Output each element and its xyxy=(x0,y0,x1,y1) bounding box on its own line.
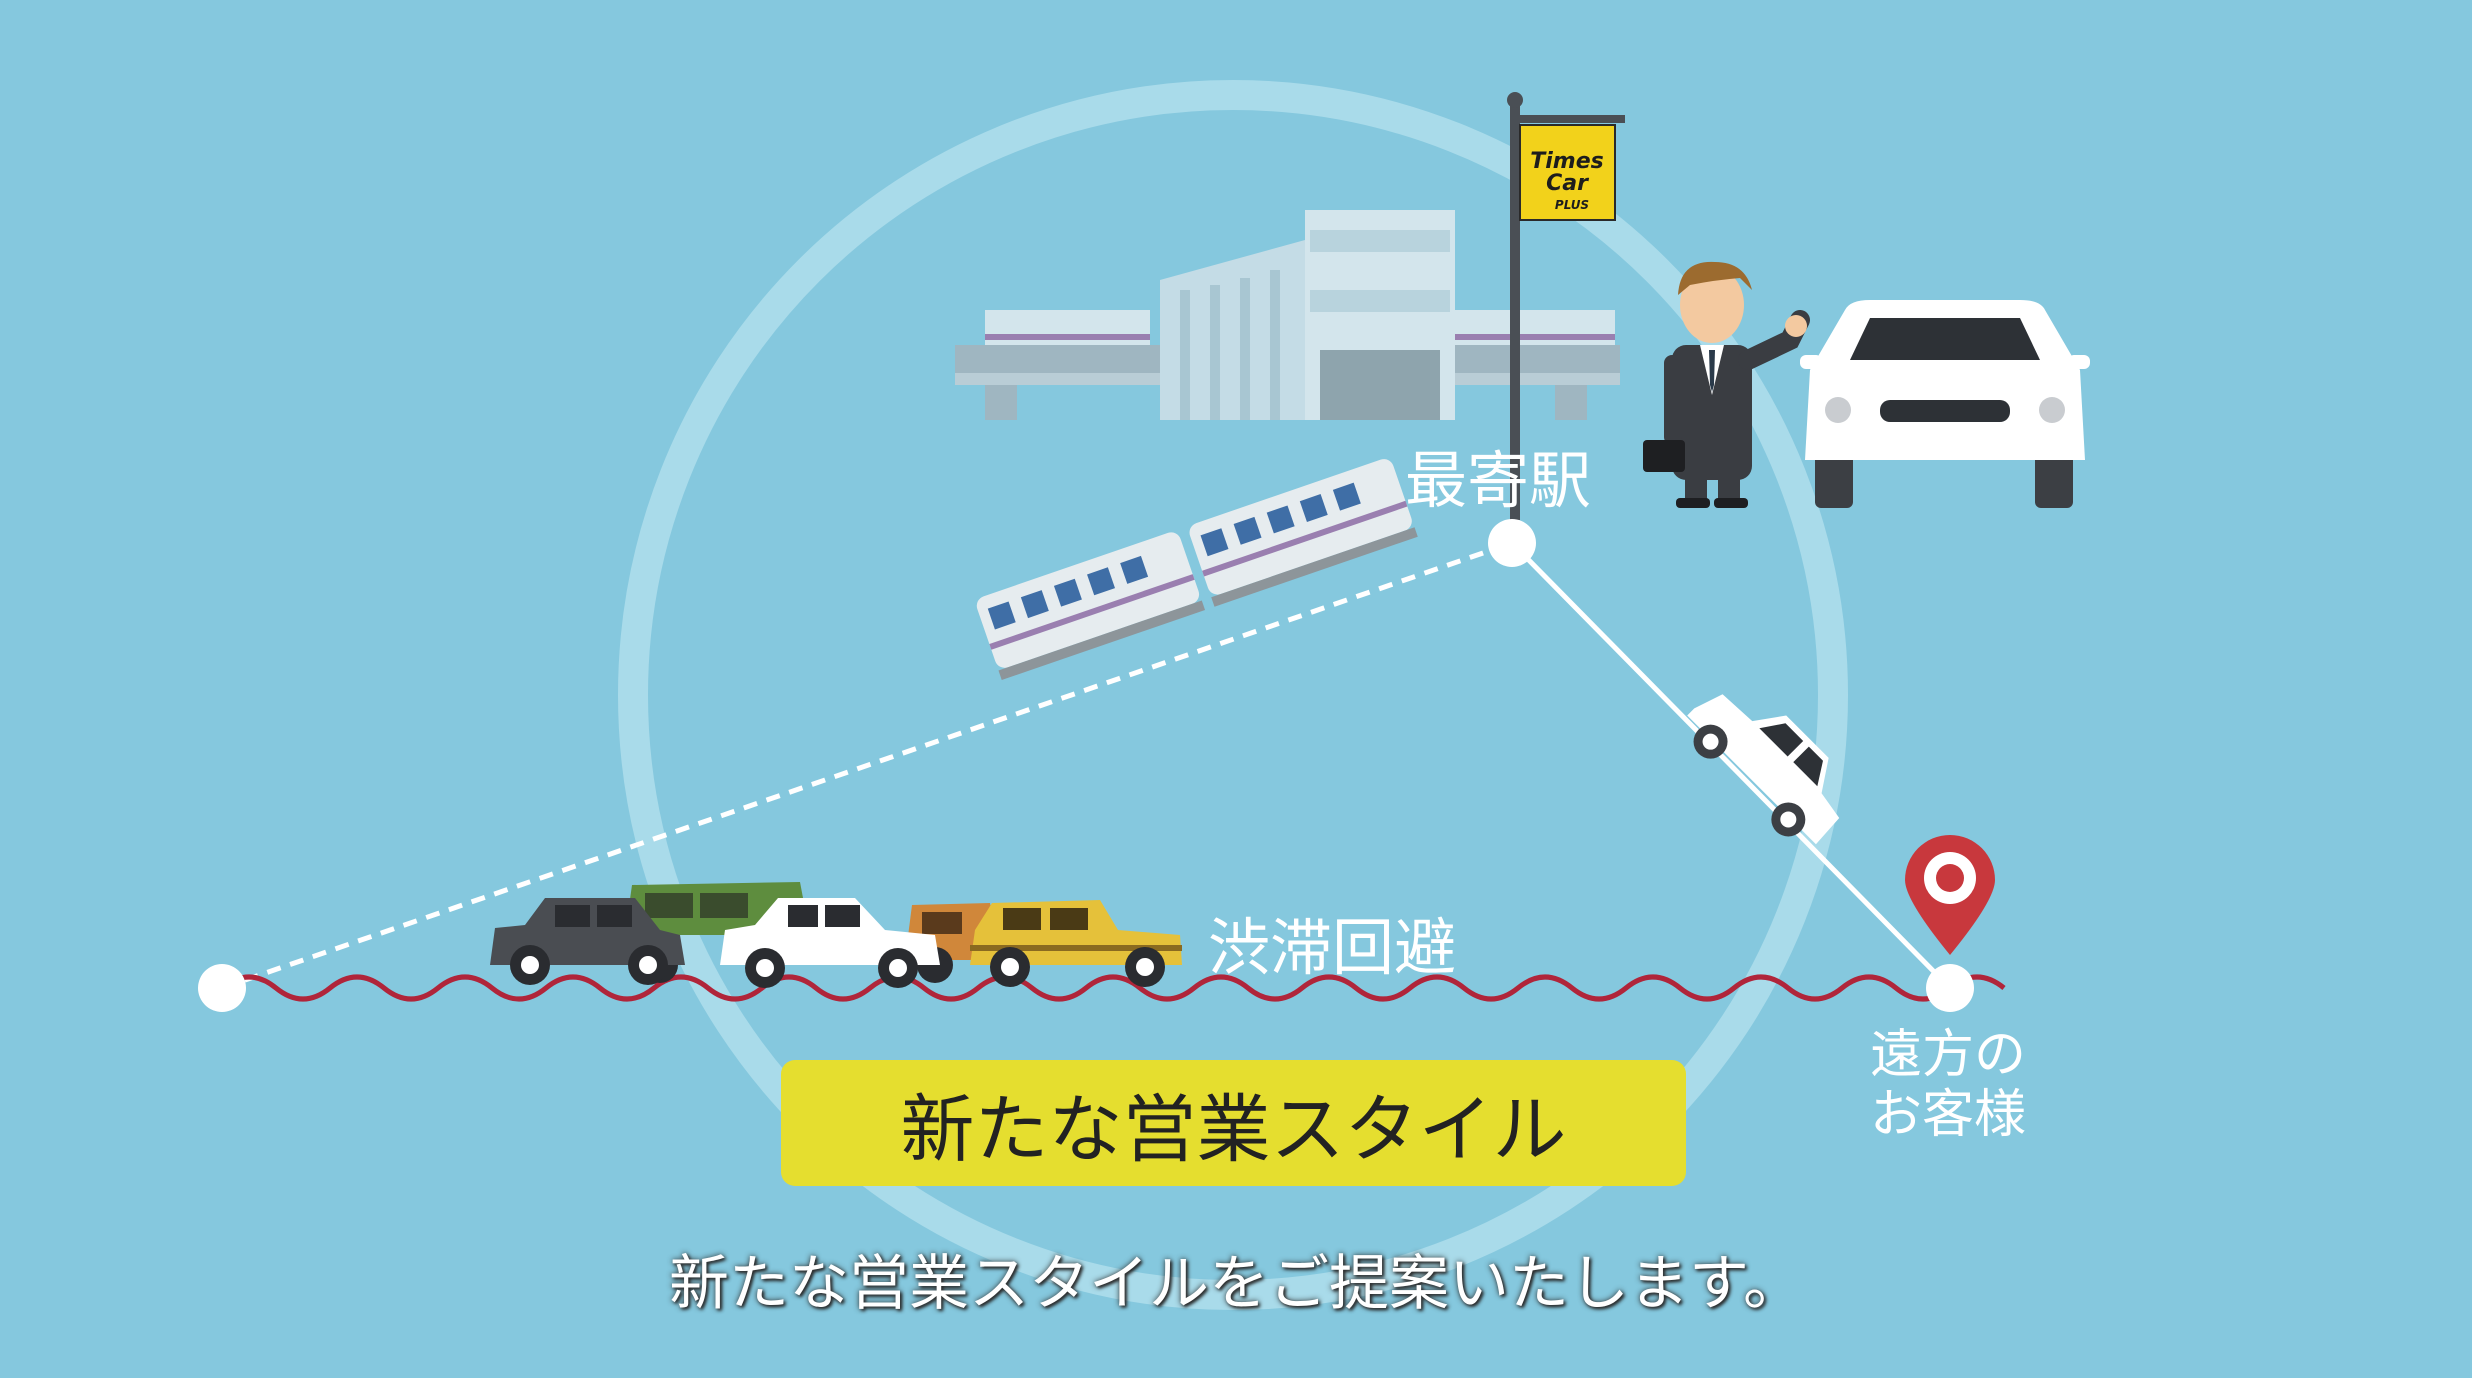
destination-label: 遠方の お客様 xyxy=(1870,1025,2026,1145)
train-route-dashed xyxy=(221,540,1513,991)
destination-label-line2: お客様 xyxy=(1870,1085,2027,1145)
title-text: 新たな営業スタイル xyxy=(900,1086,1567,1173)
title-banner: 新たな営業スタイル xyxy=(781,1060,1686,1186)
sign-line1: Times xyxy=(1530,149,1604,174)
train-illustration xyxy=(976,459,1418,680)
white-car-front xyxy=(1800,300,2090,508)
car-route-line xyxy=(1510,541,1952,990)
location-pin-icon xyxy=(1905,835,1995,955)
sign-line2: Car xyxy=(1546,171,1589,196)
white-car-driving xyxy=(1687,694,1840,845)
green-car xyxy=(625,882,810,983)
node-destination xyxy=(1926,964,1974,1012)
subtitle-caption: 新たな営業スタイルをご提案いたします。 xyxy=(669,1249,1803,1319)
sign-line3: PLUS xyxy=(1555,198,1589,212)
node-station xyxy=(1488,519,1536,567)
white-car-traffic xyxy=(720,898,940,988)
yellow-car xyxy=(970,900,1182,987)
congested-road-wave xyxy=(220,974,2006,1002)
station-label: 最寄駅 xyxy=(1405,444,1592,517)
destination-label-line1: 遠方の xyxy=(1870,1025,2027,1085)
traffic-jam-label: 渋滞回避 xyxy=(1208,911,1457,984)
node-start xyxy=(198,964,246,1012)
dark-car xyxy=(490,898,685,985)
background-circle xyxy=(618,80,1848,1310)
times-car-sign: Times Car PLUS xyxy=(1507,92,1625,520)
traffic-jam-cars xyxy=(490,882,1182,988)
businessman-illustration xyxy=(1643,261,1810,508)
station-building xyxy=(955,210,1620,420)
